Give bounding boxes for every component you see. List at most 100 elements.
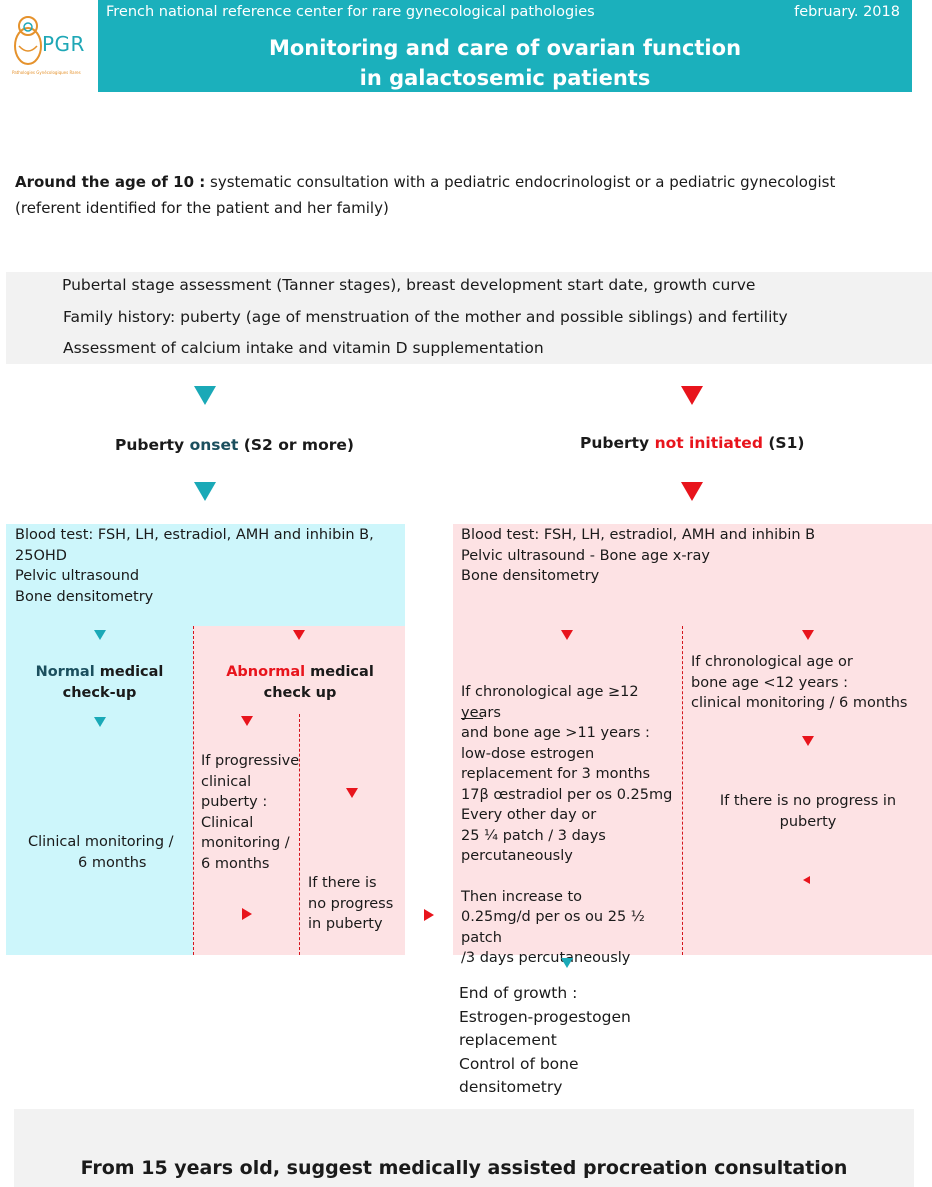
test-line: Bone densitometry xyxy=(461,568,600,584)
label-text: medical xyxy=(305,664,374,680)
text-line: in puberty xyxy=(308,916,383,932)
heading-not-initiated: not initiated xyxy=(654,434,763,452)
text-line: and bone age >11 years : xyxy=(461,725,650,741)
arrow-down-icon xyxy=(194,386,216,405)
text-line: Then increase to xyxy=(461,888,583,905)
test-line: 25OHD xyxy=(15,547,67,564)
text-line: replacement for 3 months xyxy=(461,766,651,782)
footer-text: From 15 years old, suggest medically ass… xyxy=(80,1157,848,1179)
intro-bold: Around the age of 10 : xyxy=(15,173,206,191)
arrow-down-icon xyxy=(94,717,106,727)
text-line: 0.25mg/d per os ou 25 ½ patch xyxy=(461,909,645,946)
right-tests-box: Blood test: FSH, LH, estradiol, AMH and … xyxy=(453,524,932,626)
text-line: If there is no progress in xyxy=(719,793,897,809)
heading-puberty-not-initiated: Puberty not initiated (S1) xyxy=(580,434,804,452)
arrow-down-icon xyxy=(681,386,703,405)
left-tests-box: Blood test: FSH, LH, estradiol, AMH and … xyxy=(6,524,405,626)
progressive-puberty-text: If progressive clinical puberty : Clinic… xyxy=(201,751,301,874)
text-line: If progressive xyxy=(201,753,300,769)
arrow-left-icon xyxy=(803,876,810,884)
footer-box: From 15 years old, suggest medically ass… xyxy=(14,1109,914,1187)
arrow-down-icon xyxy=(94,630,106,640)
normal-word: Normal xyxy=(35,664,95,680)
arrow-down-icon xyxy=(561,958,573,968)
underline xyxy=(461,718,483,719)
text-line: puberty : xyxy=(201,794,268,810)
label-text: medical xyxy=(94,664,164,680)
result-line: 6 months xyxy=(78,854,147,871)
arrow-down-icon xyxy=(561,630,573,640)
end-of-growth-text: End of growth : Estrogen-progestogen rep… xyxy=(459,982,679,1100)
text-line: Every other day or xyxy=(461,807,597,823)
text-line: clinical xyxy=(201,773,252,790)
text-line: 17β œstradiol per os 0.25mg xyxy=(461,786,673,803)
clinical-monitoring-text: If chronological age or bone age <12 yea… xyxy=(691,652,931,714)
text-line: /3 days percutaneously xyxy=(461,950,631,966)
abnormal-checkup-column: Abnormal medical check up If progressive… xyxy=(193,626,405,955)
arrow-down-icon xyxy=(241,716,253,726)
arrow-down-icon xyxy=(293,630,305,640)
divider xyxy=(299,714,300,955)
text-line: clinical monitoring / 6 months xyxy=(691,695,908,711)
abnormal-checkup-label: Abnormal medical check up xyxy=(194,662,406,703)
label-text: check up xyxy=(263,684,337,701)
test-line: Pelvic ultrasound - Bone age x-ray xyxy=(461,547,710,564)
heading-text: (S1) xyxy=(762,434,805,452)
arrow-down-icon xyxy=(194,482,216,501)
abnormal-word: Abnormal xyxy=(226,664,306,680)
arrow-down-icon xyxy=(802,630,814,640)
pgr-logo: PGR Pathologies Gynécologiques Rares xyxy=(12,12,88,80)
intro-paragraph: Around the age of 10 : systematic consul… xyxy=(15,169,895,221)
text-line: If chronological age or xyxy=(691,654,853,670)
heading-text: Puberty xyxy=(580,434,655,452)
intro-line2: (referent identified for the patient and… xyxy=(15,199,389,217)
text-line: Control of bone xyxy=(459,1054,579,1073)
header-banner: French national reference center for rar… xyxy=(98,0,912,92)
result-line: Clinical monitoring / xyxy=(28,834,174,850)
older-age-column: If chronological age ≥12 years and bone … xyxy=(453,626,682,966)
text-line: densitometry xyxy=(459,1078,563,1096)
text-line: puberty xyxy=(779,813,837,830)
arrow-right-icon xyxy=(424,909,434,921)
label-text: check-up xyxy=(62,684,137,701)
title-line-1: Monitoring and care of ovarian function xyxy=(268,36,742,60)
document-date: february. 2018 xyxy=(794,4,900,20)
logo-subtext: Pathologies Gynécologiques Rares xyxy=(12,70,81,75)
text-line: bone age <12 years : xyxy=(691,674,849,691)
heading-text: Puberty xyxy=(115,436,190,454)
arrow-down-icon xyxy=(681,482,703,501)
younger-age-column: If chronological age or bone age <12 yea… xyxy=(682,626,932,955)
text-line: percutaneously xyxy=(461,848,573,864)
text-line: monitoring / xyxy=(201,835,290,851)
no-progress-text: If there is no progress in puberty xyxy=(683,791,932,832)
test-line: Blood test: FSH, LH, estradiol, AMH and … xyxy=(461,527,816,543)
arrow-down-icon xyxy=(346,788,358,798)
text-line: replacement xyxy=(459,1031,557,1049)
test-line: Bone densitometry xyxy=(15,588,154,605)
normal-checkup-column: Normal medical check-up Clinical monitor… xyxy=(6,626,193,955)
no-progress-text: If there is no progress in puberty xyxy=(308,873,406,935)
heading-text: (S2 or more) xyxy=(238,436,354,454)
text-line: If chronological age ≥12 years xyxy=(461,684,639,721)
text-line: 25 ¼ patch / 3 days xyxy=(461,827,606,844)
assessment-item: Assessment of calcium intake and vitamin… xyxy=(63,339,544,357)
normal-result: Clinical monitoring / 6 months xyxy=(28,832,198,873)
text-line: Clinical xyxy=(201,814,254,831)
heading-onset: onset xyxy=(189,436,239,454)
title-line-2: in galactosemic patients xyxy=(359,66,651,90)
text-line: 6 months xyxy=(201,855,270,872)
estrogen-replacement-text: If chronological age ≥12 years and bone … xyxy=(461,682,683,969)
intro-rest: systematic consultation with a pediatric… xyxy=(205,173,836,191)
test-line: Pelvic ultrasound xyxy=(15,568,140,584)
text-line: no progress xyxy=(308,895,394,912)
assessment-box: Pubertal stage assessment (Tanner stages… xyxy=(6,272,932,364)
text-line: If there is xyxy=(308,875,377,891)
org-name: French national reference center for rar… xyxy=(106,4,595,20)
text-line: End of growth : xyxy=(459,984,578,1002)
assessment-item: Pubertal stage assessment (Tanner stages… xyxy=(62,276,756,294)
matryoshka-icon xyxy=(14,16,42,65)
logo-text: PGR xyxy=(42,32,85,56)
test-line: Blood test: FSH, LH, estradiol, AMH and … xyxy=(15,527,374,543)
normal-checkup-label: Normal medical check-up xyxy=(6,662,193,703)
arrow-right-icon xyxy=(242,908,252,920)
